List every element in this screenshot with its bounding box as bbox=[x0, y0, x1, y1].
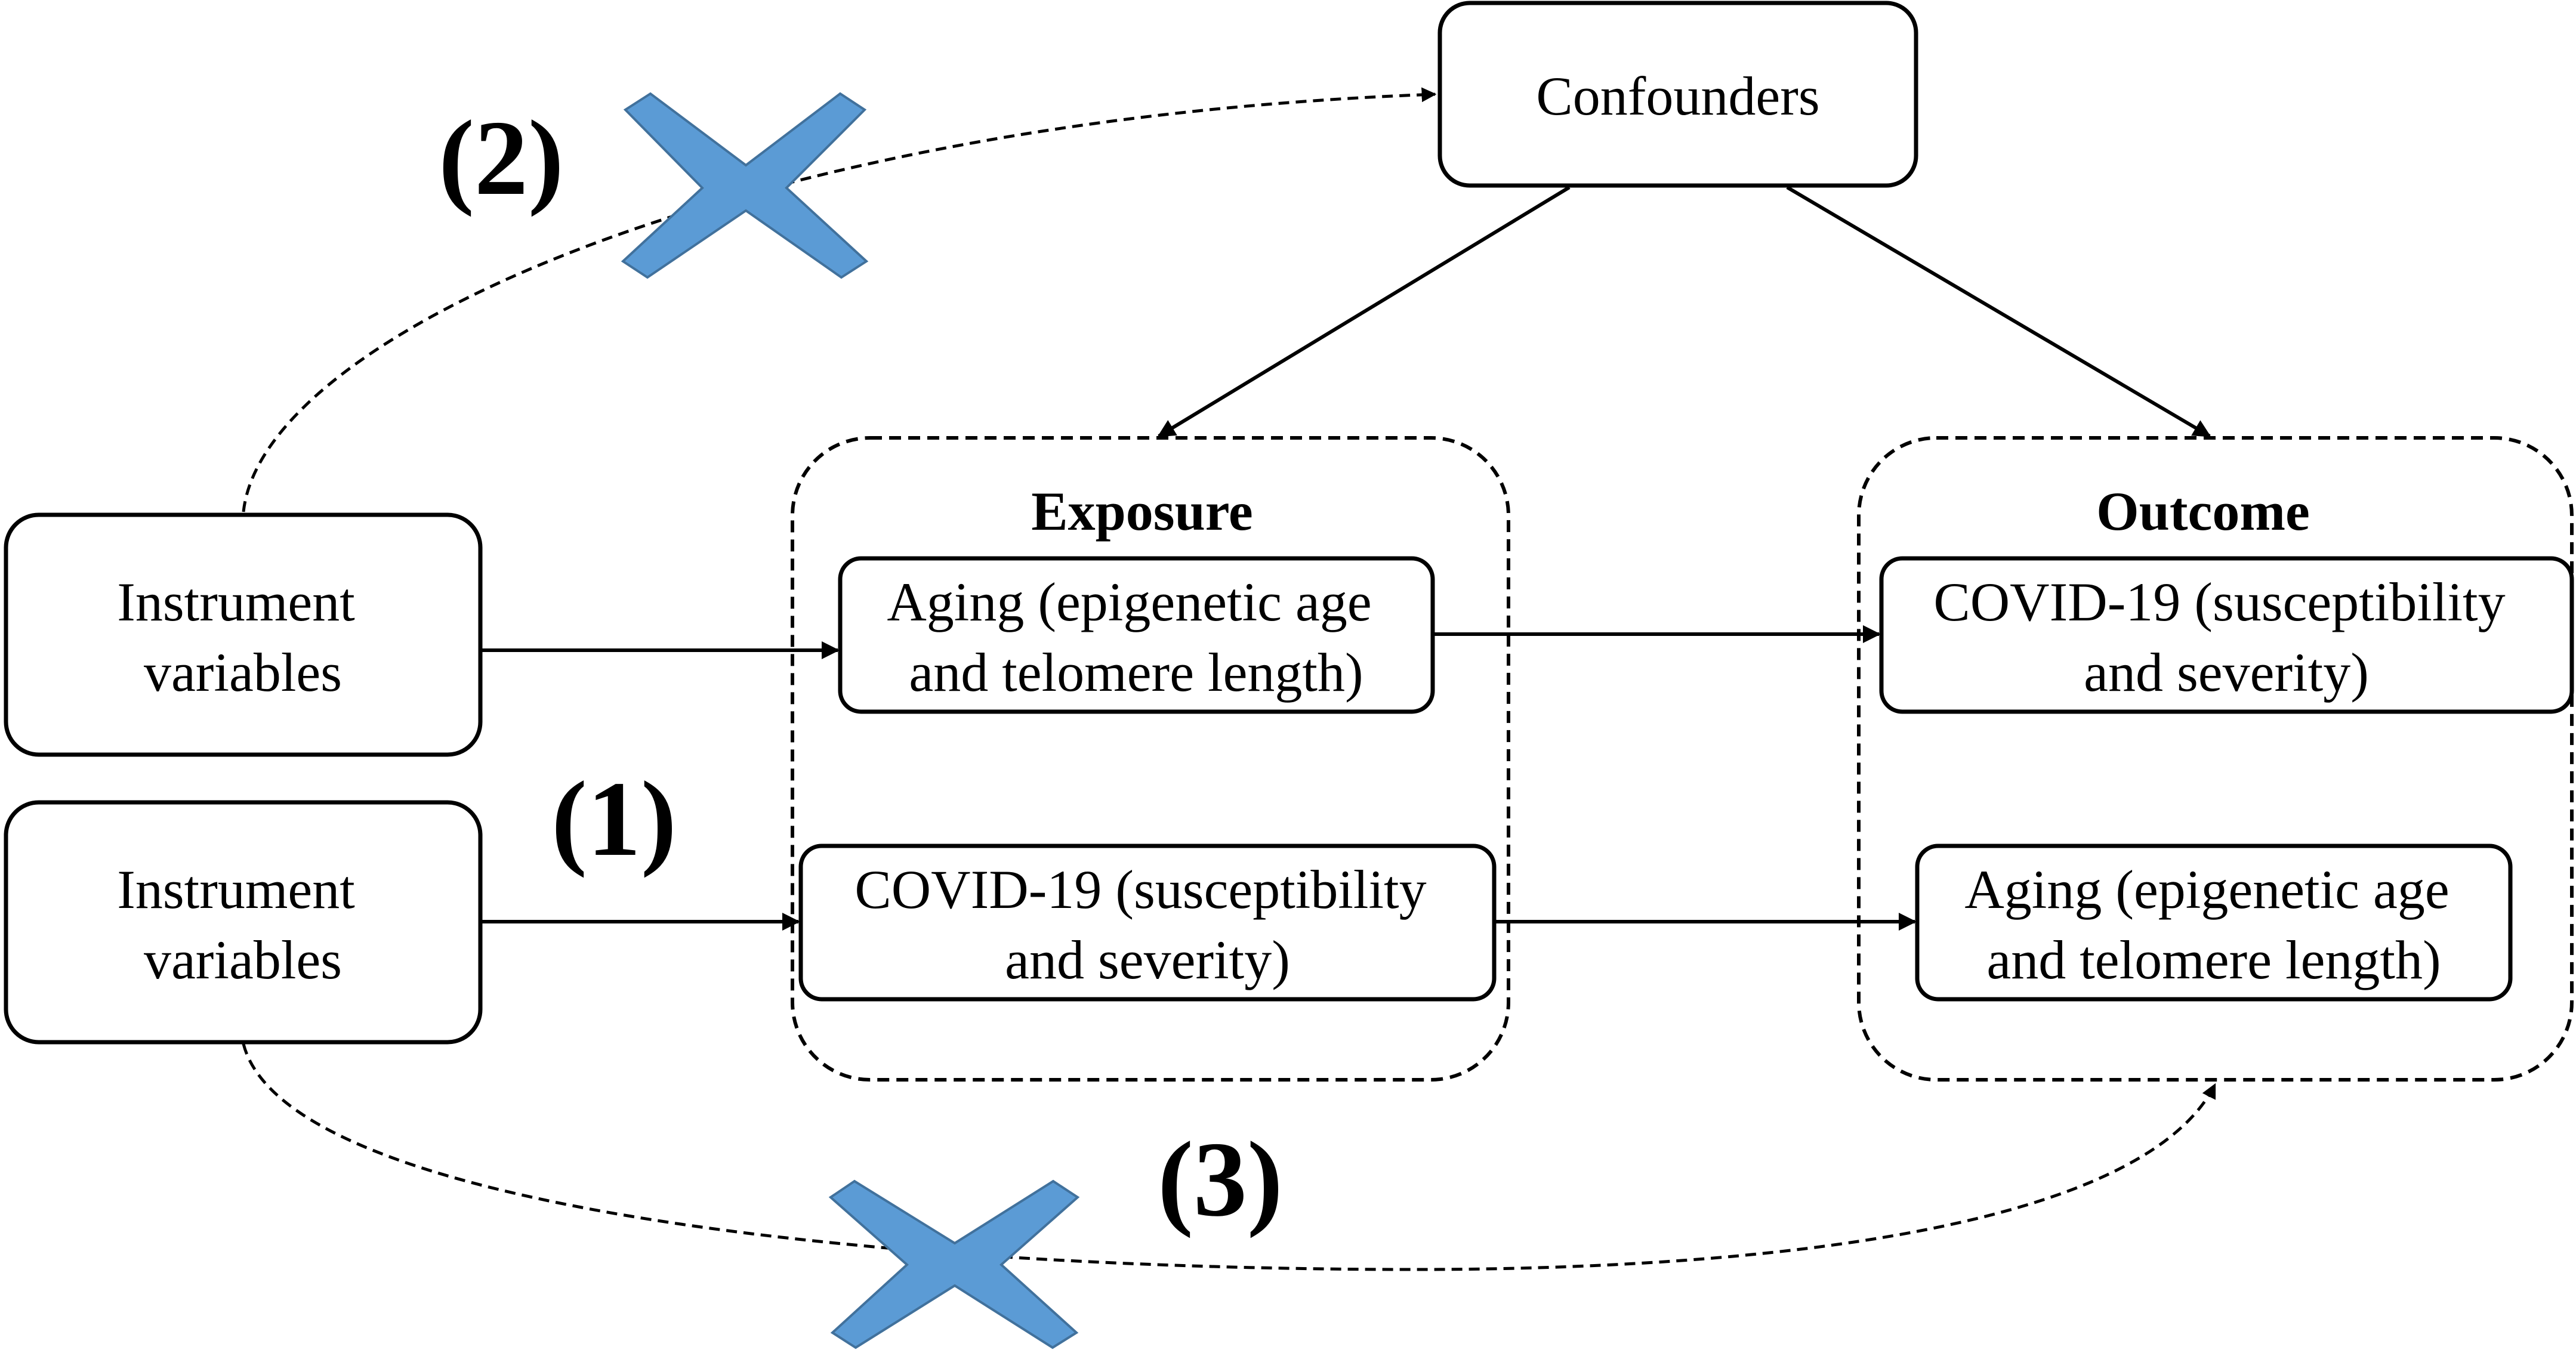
exposure-group bbox=[791, 436, 1510, 1082]
exposure-aging-line-2: and telomere length) bbox=[909, 642, 1363, 703]
blue-x-cross-icon-bottom bbox=[828, 1179, 1080, 1349]
exposure-covid-line-1: COVID-19 (susceptibility bbox=[854, 859, 1426, 920]
outcome-aging-box bbox=[1915, 844, 2513, 1002]
instrument-variables-box-bottom bbox=[4, 800, 483, 1045]
outcome-title: Outcome bbox=[2096, 481, 2310, 542]
outcome-covid-box bbox=[1879, 556, 2574, 714]
exposure-aging-line-1: Aging (epigenetic age bbox=[887, 571, 1371, 632]
outcome-covid-label: COVID-19 (susceptibility and severity) bbox=[1933, 571, 2519, 703]
outcome-aging-label: Aging (epigenetic age and telomere lengt… bbox=[1964, 859, 2463, 990]
arrow-confounders-to-exposure bbox=[1157, 186, 1571, 438]
instrument-top-line-1: Instrument bbox=[117, 571, 355, 632]
instrument-variables-label-top: Instrument variables bbox=[117, 571, 369, 703]
exposure-title: Exposure bbox=[1031, 481, 1253, 542]
instrument-top-line-2: variables bbox=[144, 642, 342, 703]
arrow-confounders-to-outcome bbox=[1786, 186, 2211, 438]
confounders-label: Confounders bbox=[1536, 66, 1819, 126]
outcome-aging-line-1: Aging (epigenetic age bbox=[1964, 859, 2449, 920]
outcome-group bbox=[1857, 436, 2574, 1082]
exposure-covid-line-2: and severity) bbox=[1005, 929, 1290, 990]
instrument-variables-label-bottom: Instrument variables bbox=[117, 859, 369, 990]
blue-x-cross-icon-top bbox=[621, 92, 869, 279]
outcome-covid-line-1: COVID-19 (susceptibility bbox=[1933, 571, 2505, 632]
path-label-1: (1) bbox=[551, 759, 677, 878]
dashed-path-instrument-to-outcome bbox=[242, 1043, 2217, 1271]
instrument-bottom-line-2: variables bbox=[144, 929, 342, 990]
outcome-covid-line-2: and severity) bbox=[2084, 642, 2369, 703]
path-label-3: (3) bbox=[1158, 1120, 1283, 1238]
instrument-bottom-line-1: Instrument bbox=[117, 859, 355, 920]
exposure-aging-label: Aging (epigenetic age and telomere lengt… bbox=[887, 571, 1385, 703]
outcome-aging-line-2: and telomere length) bbox=[1986, 929, 2441, 990]
confounders-box bbox=[1437, 1, 1918, 188]
instrument-variables-box-top bbox=[4, 512, 483, 757]
path-label-2: (2) bbox=[439, 98, 564, 217]
dashed-path-instrument-to-confounders bbox=[242, 87, 1437, 512]
exposure-covid-label: COVID-19 (susceptibility and severity) bbox=[854, 859, 1440, 990]
